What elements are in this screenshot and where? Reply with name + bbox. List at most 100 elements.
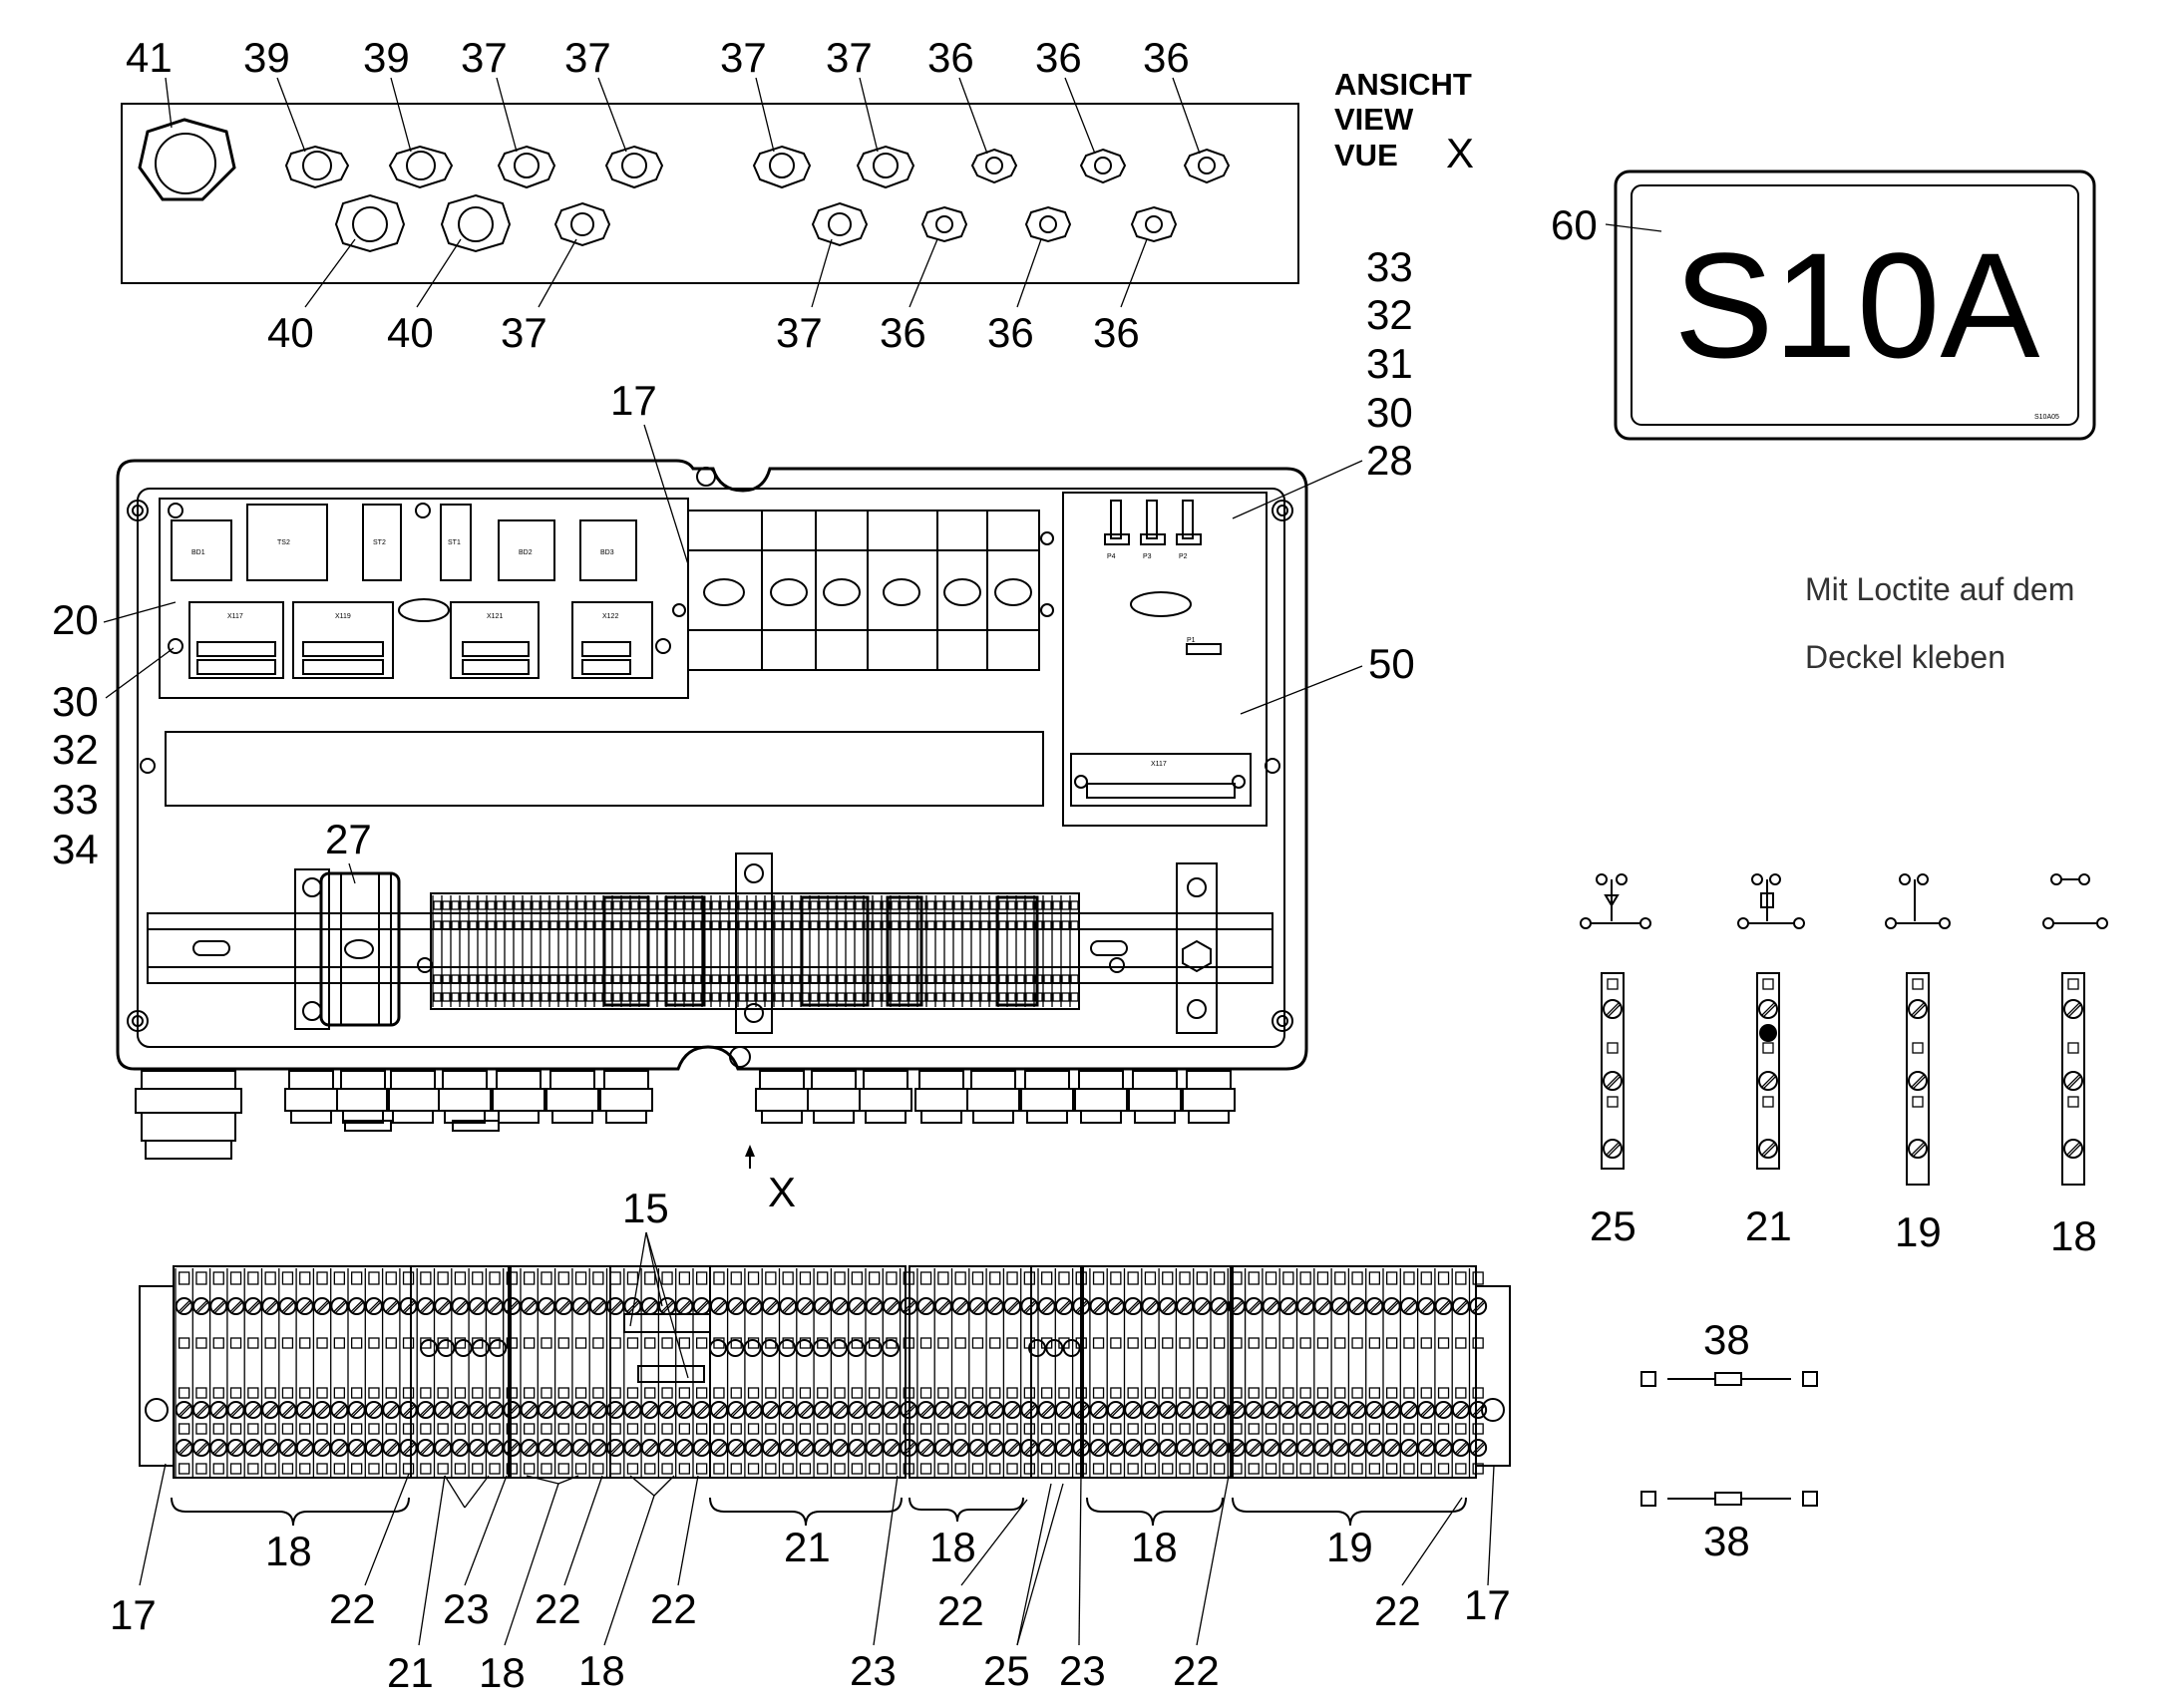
terminal-tab bbox=[696, 1271, 708, 1285]
terminal-screw bbox=[399, 1297, 418, 1315]
led-indicator bbox=[437, 1339, 456, 1357]
label-x117: X117 bbox=[227, 613, 243, 620]
callout-22a: 22 bbox=[329, 1585, 376, 1632]
resistor-symbols: 38 38 bbox=[1640, 1316, 1818, 1564]
led-indicator bbox=[709, 1339, 727, 1357]
enclosure: BD1 TS2 ST2 ST1 BD2 BD3 X117 X119 X121 X… bbox=[52, 377, 1415, 1215]
callout-20: 20 bbox=[52, 596, 99, 643]
enclosure-glands bbox=[284, 1070, 1236, 1132]
terminal-screw bbox=[191, 1401, 210, 1419]
terminal-screw bbox=[486, 1439, 505, 1457]
led-indicator bbox=[420, 1339, 438, 1357]
terminal-tab bbox=[385, 1271, 397, 1285]
label-st2: ST2 bbox=[373, 539, 386, 546]
terminal-tab bbox=[574, 1271, 587, 1285]
callout-32r: 32 bbox=[1366, 291, 1413, 338]
callout-18d: 18 bbox=[479, 1649, 526, 1696]
led-indicator bbox=[760, 1339, 779, 1357]
legend-callout-21: 21 bbox=[1745, 1202, 1792, 1249]
gland-nut bbox=[496, 1070, 542, 1090]
terminal-group bbox=[1082, 1265, 1232, 1479]
terminal-tab bbox=[1127, 1271, 1139, 1285]
terminal-tab bbox=[264, 1271, 276, 1285]
terminal-tab bbox=[1455, 1271, 1467, 1285]
callout-23b: 23 bbox=[850, 1647, 897, 1694]
gland-nut bbox=[340, 1070, 386, 1090]
terminal-screw bbox=[1469, 1297, 1488, 1315]
terminal-screw bbox=[1758, 999, 1778, 1019]
legend-callout-25: 25 bbox=[1590, 1202, 1636, 1249]
terminal-screw bbox=[399, 1401, 418, 1419]
terminal-tab bbox=[765, 1271, 777, 1285]
view-x-panel: 41 39 39 37 37 37 37 36 36 36 40 40 37 3… bbox=[121, 34, 1474, 356]
terminal-tab bbox=[1437, 1271, 1450, 1285]
terminal-screw bbox=[1908, 999, 1928, 1019]
terminal-screw bbox=[2063, 999, 2083, 1019]
terminal-screw bbox=[1603, 1139, 1623, 1159]
end-bracket-left bbox=[139, 1285, 175, 1467]
label-ts2: TS2 bbox=[277, 539, 290, 546]
plate-code: S10A05 bbox=[2034, 414, 2059, 421]
group-label-19: 19 bbox=[1326, 1524, 1373, 1570]
terminal-tab bbox=[454, 1271, 467, 1285]
strip-bottom-callouts: 17 22 21 23 18 22 18 22 23 22 25 23 22 2… bbox=[110, 1581, 1511, 1696]
gland-nut bbox=[918, 1070, 964, 1090]
identification-plate: S10A S10A05 60 bbox=[1551, 170, 2096, 441]
led-indicator bbox=[489, 1339, 508, 1357]
callout-34l: 34 bbox=[52, 826, 99, 872]
terminal-tab bbox=[919, 1271, 932, 1285]
group-label-18b: 18 bbox=[929, 1524, 976, 1570]
terminal-screw bbox=[2063, 1139, 2083, 1159]
callout-60: 60 bbox=[1551, 201, 1598, 248]
led-indicator bbox=[743, 1339, 762, 1357]
terminal-tab bbox=[1092, 1271, 1105, 1285]
gland-nut bbox=[970, 1070, 1016, 1090]
callout-17-top: 17 bbox=[610, 377, 657, 424]
terminal-tab bbox=[817, 1271, 829, 1285]
terminal-tab bbox=[299, 1271, 311, 1285]
label-bd3: BD3 bbox=[600, 549, 614, 556]
led-indicator bbox=[812, 1339, 831, 1357]
legend-type-25 bbox=[1580, 873, 1651, 1170]
terminal-tab bbox=[713, 1271, 725, 1285]
label-bd1: BD1 bbox=[191, 549, 205, 556]
led-indicator bbox=[471, 1339, 490, 1357]
terminal-tab bbox=[472, 1271, 484, 1285]
legend-callout-18: 18 bbox=[2050, 1212, 2097, 1259]
terminal-tab bbox=[1231, 1271, 1243, 1285]
terminal-tab bbox=[609, 1271, 621, 1285]
terminal-tab bbox=[1248, 1271, 1260, 1285]
callout-27: 27 bbox=[325, 816, 372, 862]
terminal-screw bbox=[313, 1297, 332, 1315]
callout-36d: 36 bbox=[880, 309, 926, 356]
terminal-type-legend: 25 21 19 18 bbox=[1580, 873, 2108, 1259]
group-label-18a: 18 bbox=[265, 1528, 312, 1574]
callout-37f: 37 bbox=[776, 309, 823, 356]
pcb-components: BD1 TS2 ST2 ST1 BD2 BD3 X117 X119 X121 X… bbox=[171, 504, 653, 679]
gland-nut bbox=[288, 1070, 334, 1090]
terminal-tab bbox=[350, 1271, 363, 1285]
legend-type-18 bbox=[2042, 873, 2108, 1186]
terminal-tab bbox=[1420, 1271, 1432, 1285]
terminal-tab bbox=[886, 1271, 898, 1285]
led-indicator bbox=[1062, 1339, 1081, 1357]
view-caption: ANSICHT VIEW VUE X bbox=[1334, 67, 1474, 176]
gland-nut bbox=[1132, 1070, 1178, 1090]
terminal-tab bbox=[229, 1271, 242, 1285]
terminal-screw bbox=[175, 1401, 193, 1419]
led-indicator bbox=[830, 1339, 849, 1357]
terminal-tab bbox=[592, 1271, 604, 1285]
terminal-tab bbox=[1265, 1271, 1277, 1285]
gland-nut bbox=[390, 1070, 436, 1090]
terminal-tab bbox=[541, 1271, 552, 1285]
callout-22b: 22 bbox=[535, 1585, 581, 1632]
terminal-tab bbox=[437, 1271, 449, 1285]
callout-17-left: 17 bbox=[110, 1591, 157, 1638]
gland-nut bbox=[442, 1070, 488, 1090]
callout-36b: 36 bbox=[1035, 34, 1082, 81]
right-stack-callouts: 33 32 31 30 28 bbox=[1232, 243, 1413, 519]
din-rail bbox=[147, 853, 1273, 1034]
callout-30r: 30 bbox=[1366, 389, 1413, 436]
led-indicator bbox=[847, 1339, 866, 1357]
